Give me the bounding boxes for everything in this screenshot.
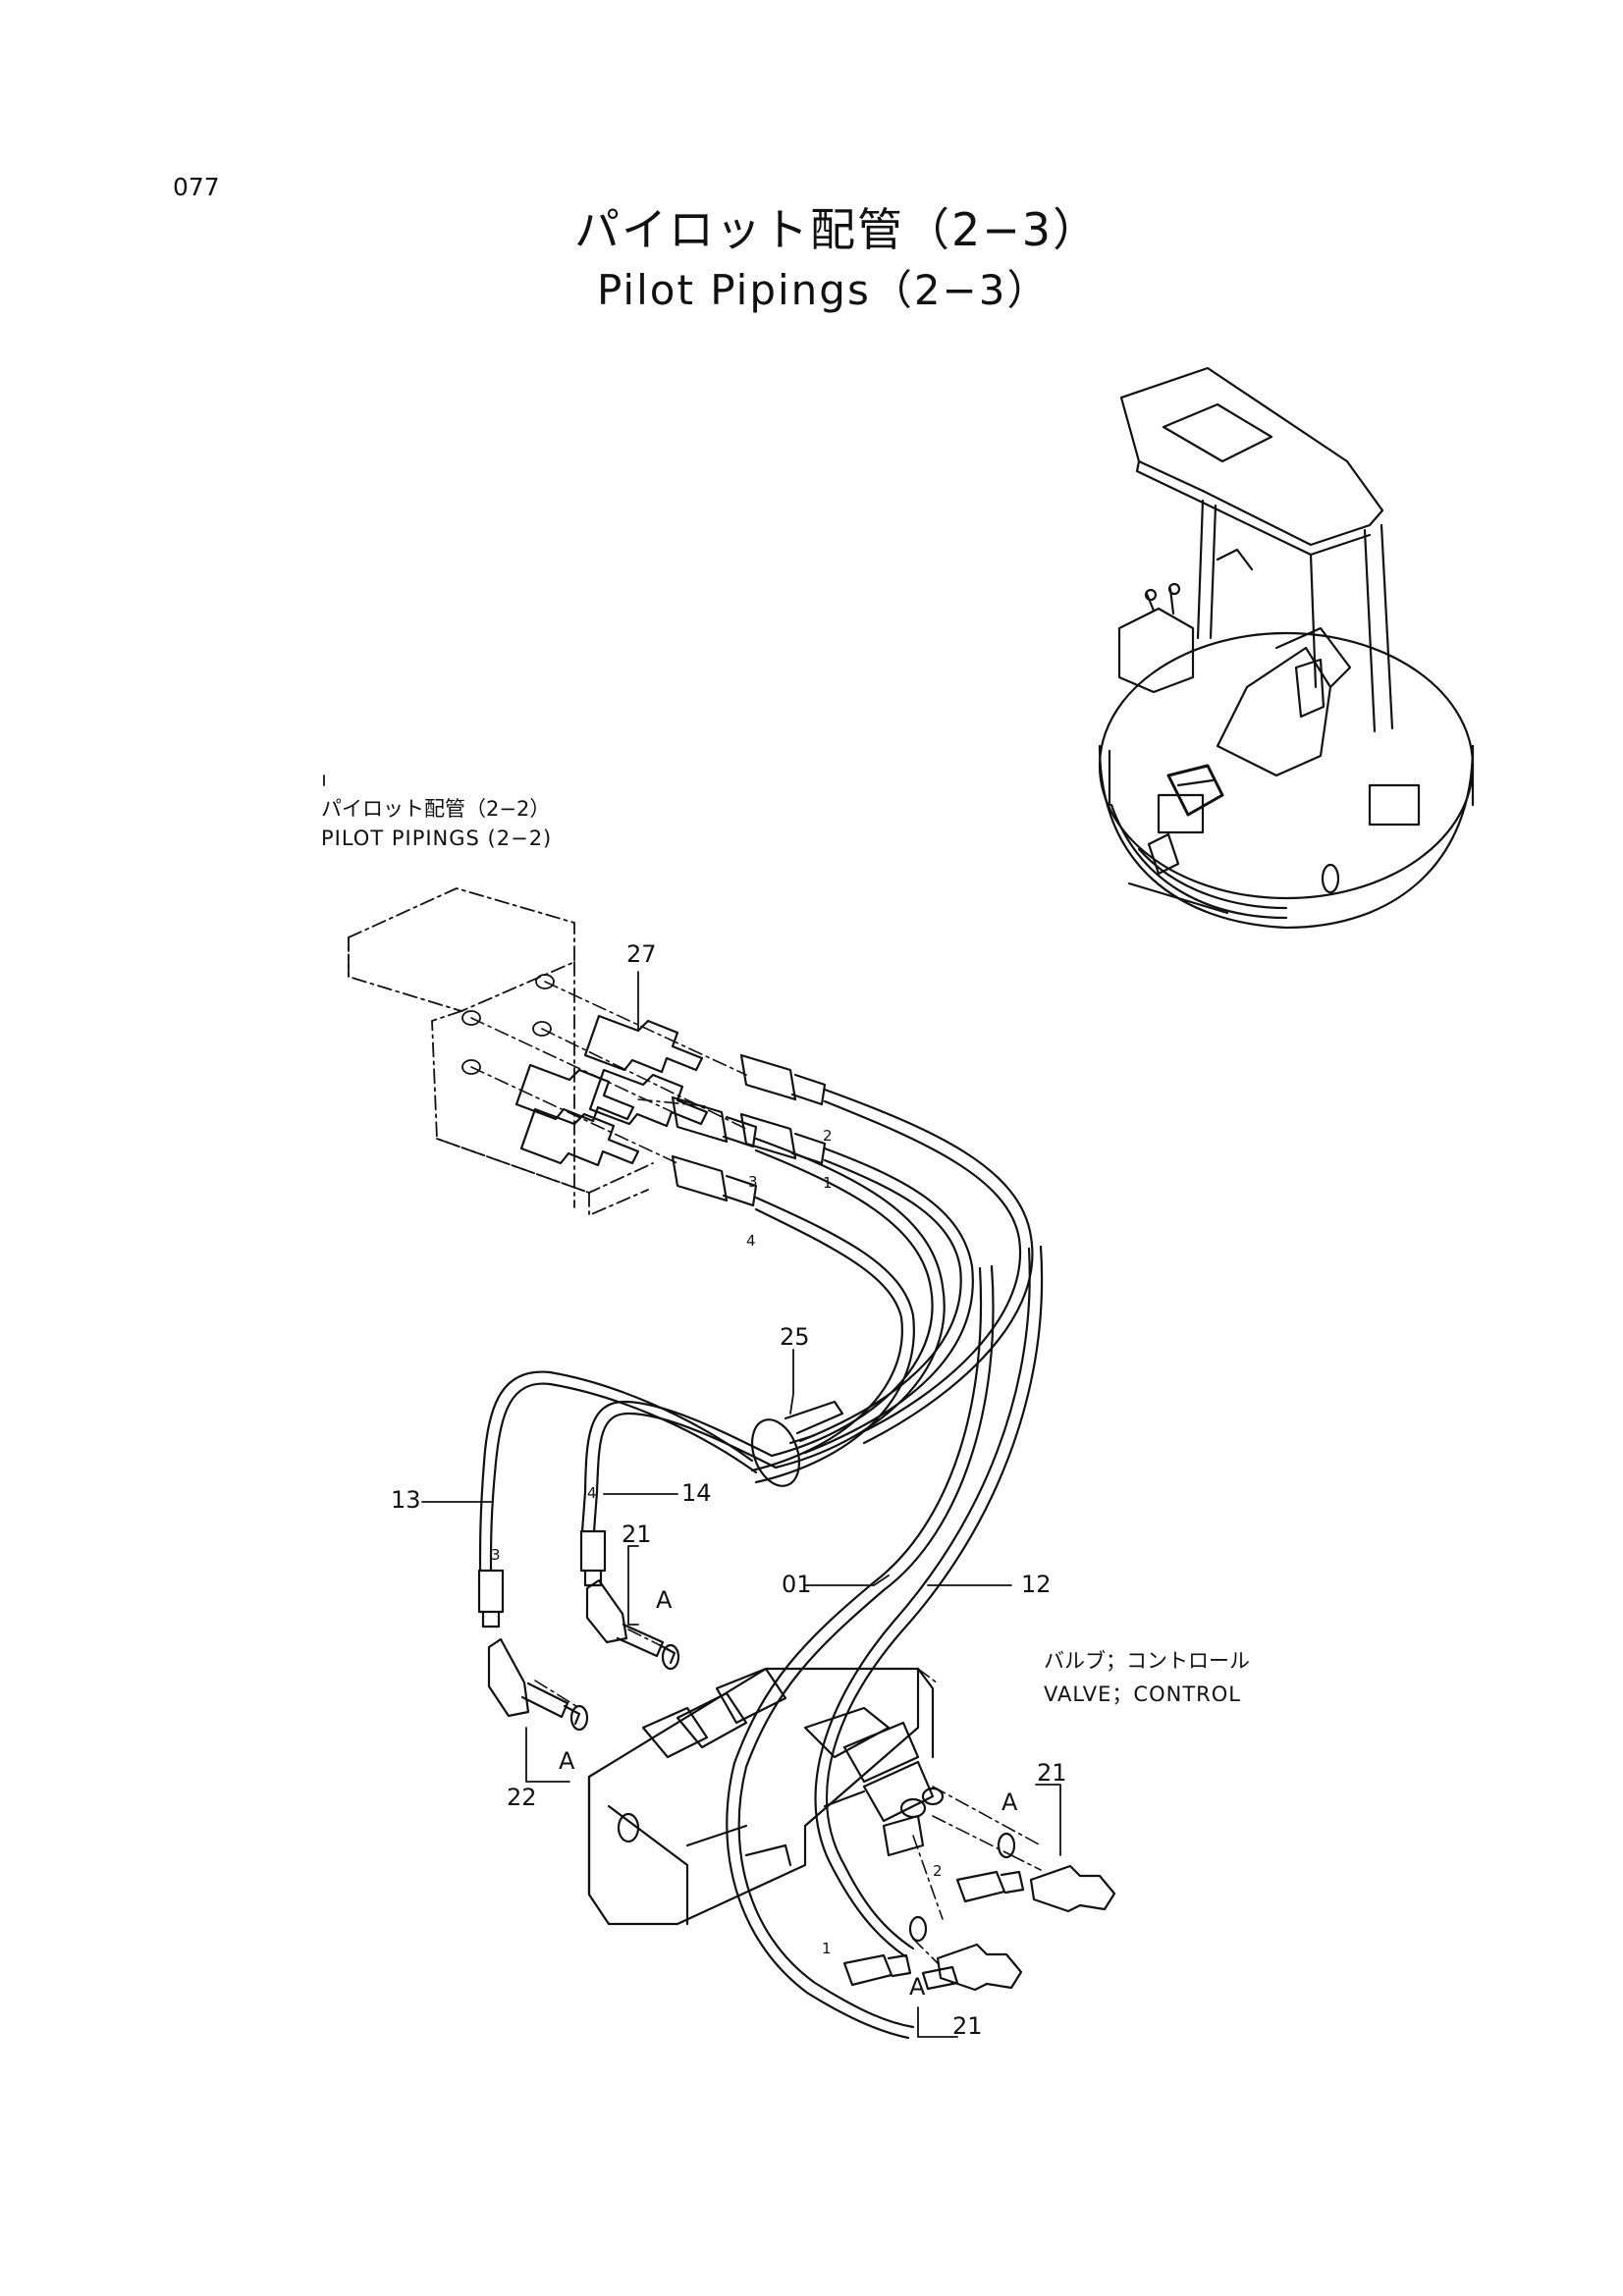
- bracket-holes: [461, 974, 555, 1075]
- short-hose-fittings: [477, 1529, 680, 1732]
- gasket-a-label-4: A: [909, 1973, 926, 2001]
- hose-number-2-lower: 2: [933, 1862, 943, 1880]
- hose-number-3: 3: [748, 1173, 758, 1191]
- gasket-a-label-1: A: [656, 1586, 673, 1614]
- page-title-english: Pilot Pipings（2−3）: [597, 266, 1051, 314]
- callout-01: 01: [782, 1571, 812, 1598]
- callout-13: 13: [391, 1486, 421, 1514]
- pilot-piping-2-2-bracket: [323, 774, 654, 1216]
- callout-14: 14: [681, 1479, 712, 1507]
- hose-number-1: 1: [823, 1174, 833, 1192]
- hose-number-2: 2: [823, 1127, 833, 1145]
- gasket-a-label-2: A: [559, 1747, 575, 1775]
- leader-lines: [421, 971, 1061, 2038]
- reference-label-english: PILOT PIPINGS (2−2): [321, 827, 553, 850]
- callout-21-right: 21: [1037, 1759, 1067, 1787]
- control-valve-block: [587, 1667, 945, 1926]
- lower-right-fittings: [842, 1832, 1116, 1992]
- gasket-dashlines: [534, 1629, 1042, 1964]
- valve-label-japanese: バルブ；コントロール: [1044, 1649, 1250, 1673]
- callout-21-bottom: 21: [952, 2012, 983, 2040]
- hose-number-3-lower: 3: [491, 1546, 501, 1564]
- gasket-a-label-3: A: [1001, 1789, 1018, 1816]
- page-number: 077: [173, 173, 220, 201]
- dash-centerlines: [470, 981, 747, 1164]
- callout-25: 25: [780, 1323, 810, 1351]
- hose-clamp-25: [751, 1400, 844, 1487]
- excavator-overview: [1098, 366, 1475, 930]
- hose-number-1-lower: 1: [822, 1940, 832, 1957]
- hose-number-4-lower: 4: [587, 1484, 597, 1502]
- callout-12: 12: [1021, 1571, 1052, 1598]
- reference-label-japanese: パイロット配管（2−2）: [321, 797, 551, 821]
- page-title-japanese: パイロット配管（2−3）: [574, 203, 1101, 256]
- fitting-27-group: [514, 1014, 709, 1167]
- long-hoses: [478, 1088, 1044, 2040]
- callout-27: 27: [626, 940, 657, 968]
- callout-21-left: 21: [622, 1521, 652, 1548]
- valve-label-english: VALVE；CONTROL: [1044, 1682, 1241, 1706]
- callout-22: 22: [507, 1784, 537, 1811]
- hose-number-4: 4: [746, 1232, 756, 1250]
